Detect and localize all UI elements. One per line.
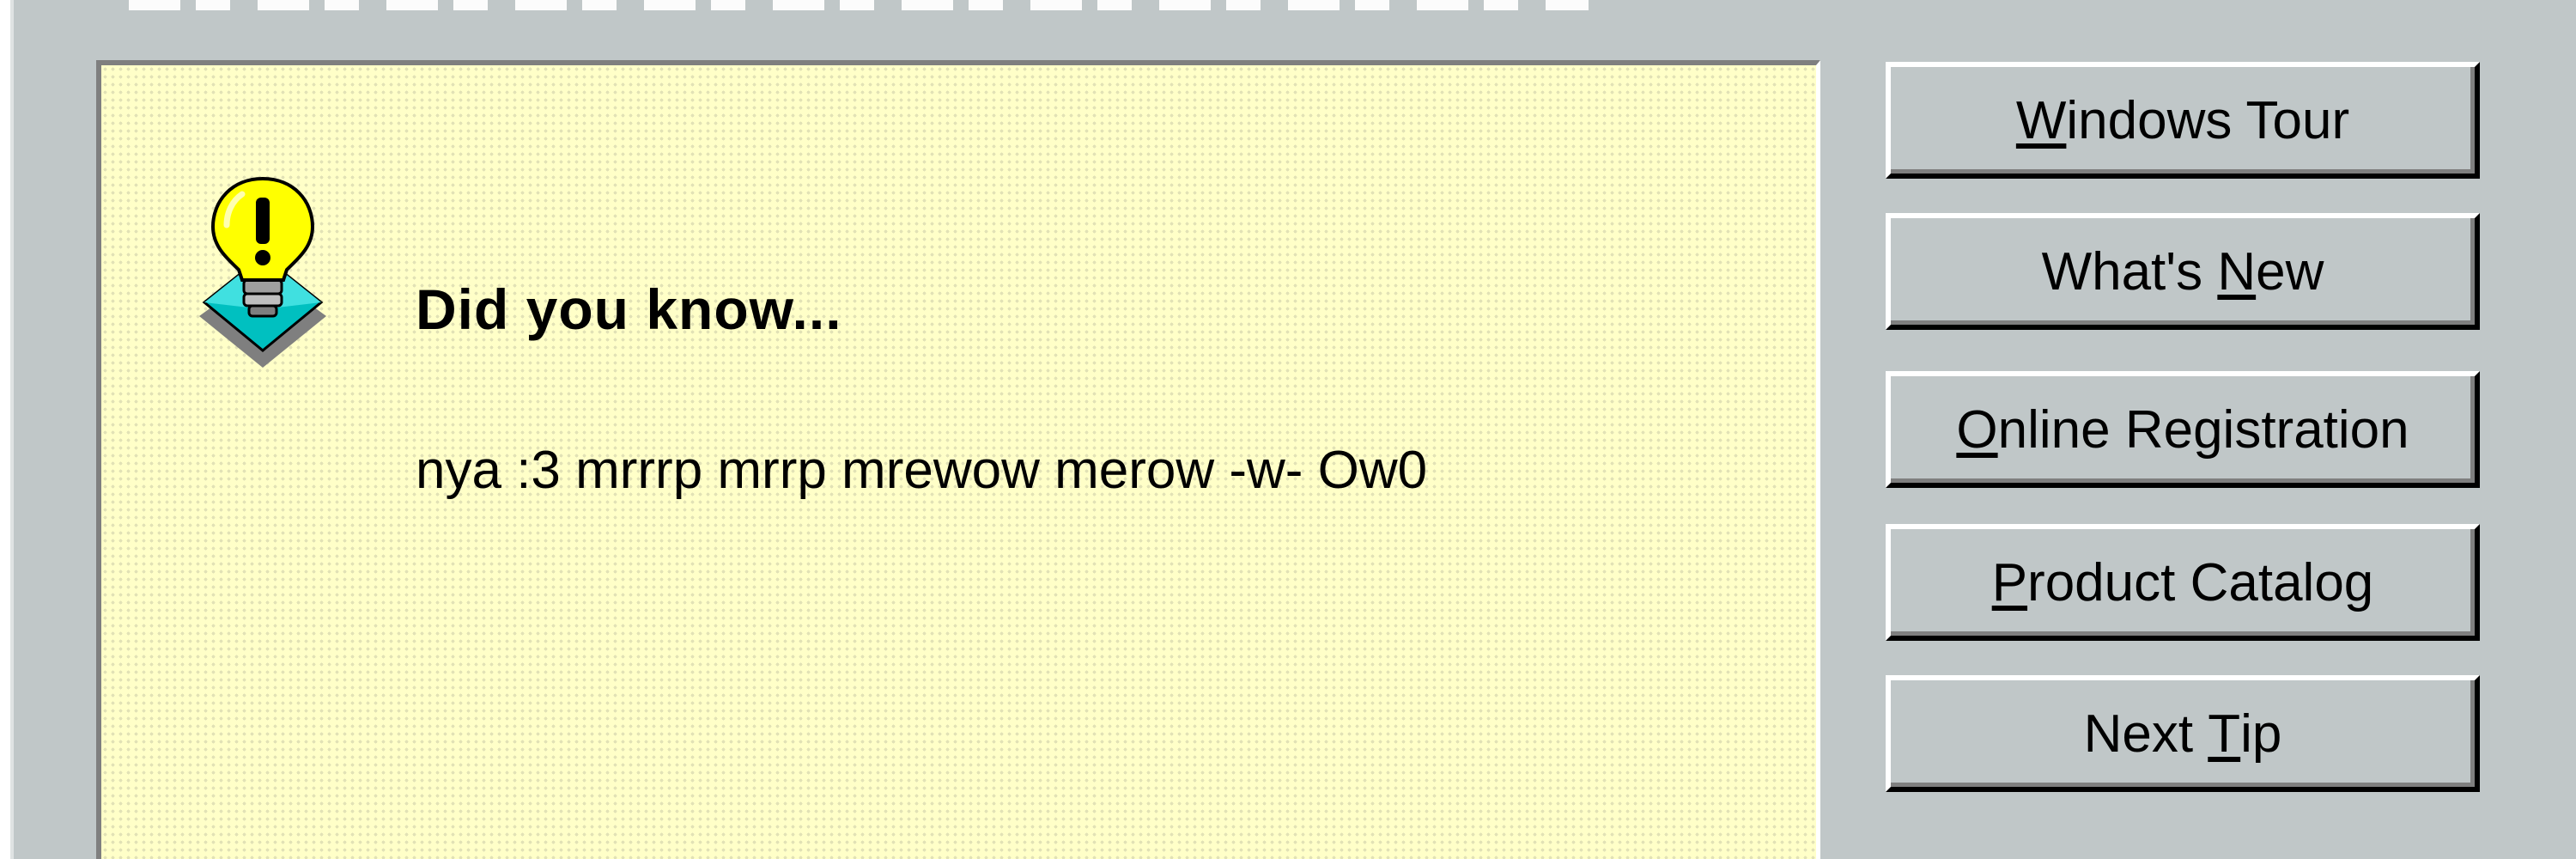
next-tip-label-post: ip <box>2240 704 2282 764</box>
tip-text: nya :3 mrrrp mrrp mrewow merow -w- Ow0 <box>416 441 1428 500</box>
title-text-fragment <box>129 0 1589 10</box>
title-text-clipped <box>129 0 1674 10</box>
tip-heading: Did you know... <box>416 277 842 341</box>
next-tip-label-pre: Next <box>2083 704 2208 764</box>
next-tip-mnemonic: T <box>2208 704 2241 764</box>
whats-new-mnemonic: N <box>2217 241 2257 302</box>
window-frame-edge <box>0 0 14 859</box>
windows-tour-label-post: indows Tour <box>2066 90 2350 150</box>
lightbulb-icon <box>199 176 326 368</box>
tip-panel: Did you know... nya :3 mrrrp mrrp mrewow… <box>96 60 1820 859</box>
product-catalog-mnemonic: P <box>1991 552 2028 612</box>
windows-tour-mnemonic: W <box>2015 90 2067 150</box>
whats-new-label-post: ew <box>2256 241 2324 302</box>
online-registration-mnemonic: O <box>1956 399 1998 460</box>
online-registration-label-post: nline Registration <box>1997 399 2409 460</box>
product-catalog-label-post: roduct Catalog <box>2027 552 2374 612</box>
whats-new-label-pre: What's <box>2041 241 2218 302</box>
